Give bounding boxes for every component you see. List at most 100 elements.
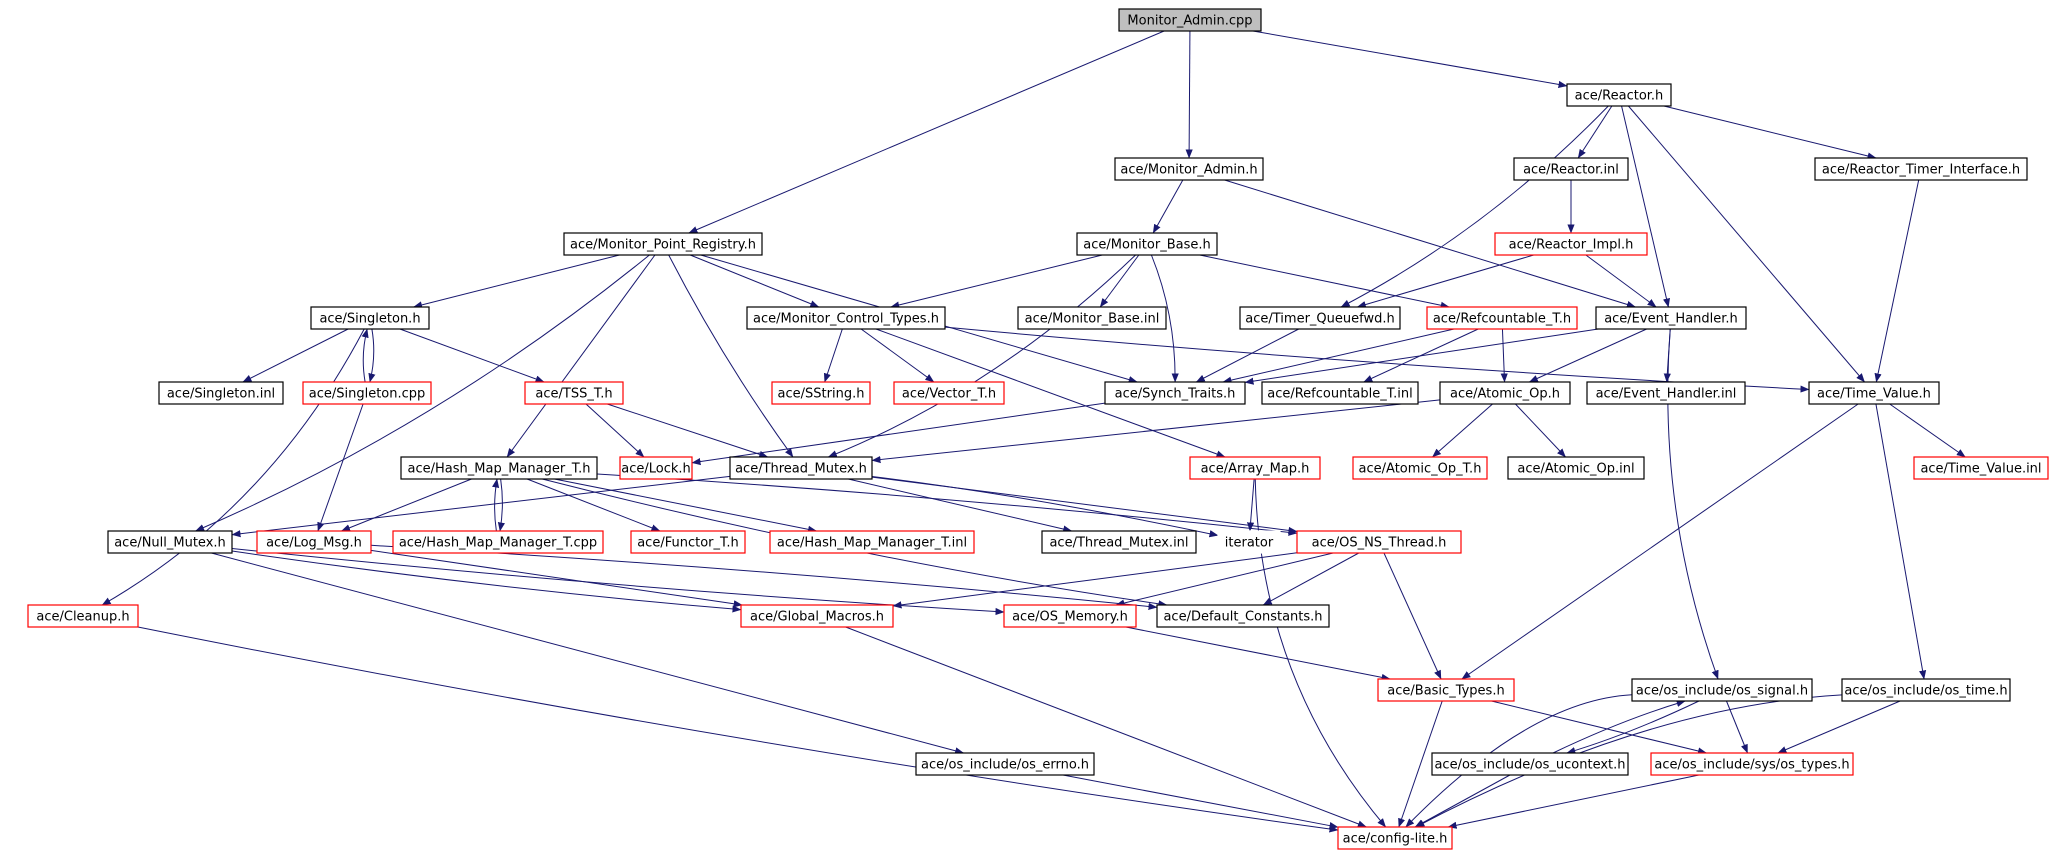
edge-mct-to-array_map: [875, 328, 1226, 458]
node-box: [1217, 530, 1281, 554]
edge-os_memory-to-basic_types: [1125, 626, 1391, 681]
node-label: ace/Monitor_Admin.h: [1120, 163, 1257, 178]
node-box: [310, 306, 430, 330]
node-vector-t[interactable]: ace/Vector_T.h: [893, 381, 1005, 405]
edge-atomic_op_h-to-atomic_op_t: [1432, 403, 1493, 458]
node-hash-map-h[interactable]: ace/Hash_Map_Manager_T.h: [400, 456, 598, 480]
node-null-mutex[interactable]: ace/Null_Mutex.h: [107, 530, 233, 554]
node-event-handler-h[interactable]: ace/Event_Handler.h: [1595, 306, 1747, 330]
node-mct[interactable]: ace/Monitor_Control_Types.h: [746, 306, 946, 330]
node-atomic-op-inl[interactable]: ace/Atomic_Op.inl: [1507, 456, 1645, 480]
node-os-memory[interactable]: ace/OS_Memory.h: [1003, 604, 1137, 628]
node-default-constants[interactable]: ace/Default_Constants.h: [1156, 604, 1330, 628]
node-cleanup[interactable]: ace/Cleanup.h: [27, 604, 139, 628]
node-config-lite[interactable]: ace/config-lite.h: [1337, 826, 1453, 850]
node-reactor-impl[interactable]: ace/Reactor_Impl.h: [1494, 232, 1648, 256]
node-label: ace/os_include/os_signal.h: [1636, 684, 1808, 699]
edge-mpr-to-singleton_h: [413, 254, 620, 309]
node-box: [400, 456, 598, 480]
node-box: [1650, 752, 1854, 776]
node-root[interactable]: Monitor_Admin.cpp: [1118, 8, 1262, 32]
node-basic-types[interactable]: ace/Basic_Types.h: [1377, 678, 1515, 702]
node-os-ns-thread[interactable]: ace/OS_NS_Thread.h: [1296, 530, 1462, 554]
node-box: [1003, 604, 1137, 628]
node-atomic-op-h[interactable]: ace/Atomic_Op.h: [1439, 381, 1571, 405]
edge-os_errno-to-config_lite: [1062, 774, 1339, 830]
node-label: ace/os_include/os_time.h: [1844, 684, 2007, 699]
edge-monitor_base_h-to-refcountable_t_h: [1199, 254, 1450, 309]
edge-os_ucontext-to-config_lite: [1414, 774, 1511, 828]
node-refcountable-t-inl[interactable]: ace/Refcountable_T.inl: [1261, 381, 1419, 405]
edge-reactor_timer_iface-to-time_value_h: [1874, 179, 1920, 383]
edge-monitor_base_h-to-synch_traits: [1150, 254, 1179, 383]
node-box: [256, 530, 372, 554]
node-label: ace/Functor_T.h: [637, 536, 739, 551]
node-hash-map-cpp[interactable]: ace/Hash_Map_Manager_T.cpp: [392, 530, 604, 554]
node-thread-mutex-h[interactable]: ace/Thread_Mutex.h: [729, 456, 873, 480]
node-array-map[interactable]: ace/Array_Map.h: [1189, 456, 1321, 480]
node-reactor-timer-iface[interactable]: ace/Reactor_Timer_Interface.h: [1814, 157, 2028, 181]
edge-refcountable_t_h-to-atomic_op_h: [1500, 328, 1508, 383]
edge-os_ucontext-to-os_signal: [1552, 699, 1686, 754]
edge-mpr-to-null_mutex: [195, 254, 650, 532]
node-thread-mutex-inl[interactable]: ace/Thread_Mutex.inl: [1041, 530, 1197, 554]
node-label: ace/Time_Value.h: [1817, 387, 1931, 402]
node-label: ace/Null_Mutex.h: [114, 536, 226, 551]
node-reactor-h[interactable]: ace/Reactor.h: [1566, 83, 1672, 107]
node-os-ucontext[interactable]: ace/os_include/os_ucontext.h: [1431, 752, 1629, 776]
node-box: [915, 752, 1095, 776]
node-functor-t[interactable]: ace/Functor_T.h: [630, 530, 746, 554]
node-label: ace/OS_Memory.h: [1012, 610, 1128, 625]
node-monitor-admin-h[interactable]: ace/Monitor_Admin.h: [1114, 157, 1264, 181]
node-label: ace/Monitor_Control_Types.h: [753, 312, 939, 327]
node-global-macros[interactable]: ace/Global_Macros.h: [740, 604, 894, 628]
node-refcountable-t-h[interactable]: ace/Refcountable_T.h: [1426, 306, 1578, 330]
node-monitor-base-h[interactable]: ace/Monitor_Base.h: [1076, 232, 1218, 256]
node-sys-os-types[interactable]: ace/os_include/sys/os_types.h: [1650, 752, 1854, 776]
node-tss-t[interactable]: ace/TSS_T.h: [524, 381, 624, 405]
edge-global_macros-to-config_lite: [845, 626, 1367, 828]
edge-basic_types-to-config_lite: [1398, 700, 1443, 828]
node-iterator[interactable]: iterator: [1217, 530, 1281, 554]
node-label: Monitor_Admin.cpp: [1127, 14, 1252, 29]
node-box: [729, 456, 873, 480]
node-os-signal[interactable]: ace/os_include/os_signal.h: [1631, 678, 1813, 702]
node-os-errno[interactable]: ace/os_include/os_errno.h: [915, 752, 1095, 776]
node-label: ace/Singleton.h: [319, 312, 420, 327]
edge-hash_map_h-to-os_ns_thread: [596, 473, 1298, 536]
node-lock-h[interactable]: ace/Lock.h: [619, 456, 693, 480]
node-timer-queuefwd[interactable]: ace/Timer_Queuefwd.h: [1239, 306, 1401, 330]
node-sstring[interactable]: ace/SString.h: [771, 381, 871, 405]
node-label: ace/Time_Value.inl: [1920, 462, 2041, 477]
edge-monitor_admin_h-to-monitor_base_h: [1152, 179, 1184, 234]
node-box: [1104, 381, 1246, 405]
node-box: [1296, 530, 1462, 554]
node-singleton-cpp[interactable]: ace/Singleton.cpp: [302, 381, 432, 405]
edge-null_mutex-to-os_errno: [211, 552, 965, 755]
edge-monitor_admin_h-to-event_handler_h: [1224, 179, 1636, 308]
node-singleton-h[interactable]: ace/Singleton.h: [310, 306, 430, 330]
node-label: ace/os_include/sys/os_types.h: [1654, 758, 1849, 773]
node-synch-traits[interactable]: ace/Synch_Traits.h: [1104, 381, 1246, 405]
node-reactor-inl[interactable]: ace/Reactor.inl: [1513, 157, 1629, 181]
node-label: ace/Log_Msg.h: [266, 536, 362, 551]
edge-atomic_op_h-to-atomic_op_inl: [1515, 403, 1566, 458]
node-label: ace/Hash_Map_Manager_T.cpp: [399, 536, 597, 551]
node-label: ace/OS_NS_Thread.h: [1312, 536, 1447, 551]
edge-log_msg-to-default_constants: [370, 544, 1158, 611]
node-mpr[interactable]: ace/Monitor_Point_Registry.h: [563, 232, 763, 256]
node-time-value-inl[interactable]: ace/Time_Value.inl: [1913, 456, 2049, 480]
node-log-msg[interactable]: ace/Log_Msg.h: [256, 530, 372, 554]
node-box: [563, 232, 763, 256]
node-atomic-op-t[interactable]: ace/Atomic_Op_T.h: [1352, 456, 1488, 480]
node-label: ace/Singleton.cpp: [309, 387, 426, 402]
node-label: ace/Atomic_Op_T.h: [1359, 462, 1482, 477]
node-time-value-h[interactable]: ace/Time_Value.h: [1808, 381, 1940, 405]
node-os-time[interactable]: ace/os_include/os_time.h: [1841, 678, 2011, 702]
node-label: ace/Reactor_Impl.h: [1509, 238, 1634, 253]
node-singleton-inl[interactable]: ace/Singleton.inl: [158, 381, 284, 405]
node-hash-map-inl[interactable]: ace/Hash_Map_Manager_T.inl: [769, 530, 975, 554]
node-monitor-base-inl[interactable]: ace/Monitor_Base.inl: [1017, 306, 1167, 330]
node-event-handler-inl[interactable]: ace/Event_Handler.inl: [1586, 381, 1746, 405]
